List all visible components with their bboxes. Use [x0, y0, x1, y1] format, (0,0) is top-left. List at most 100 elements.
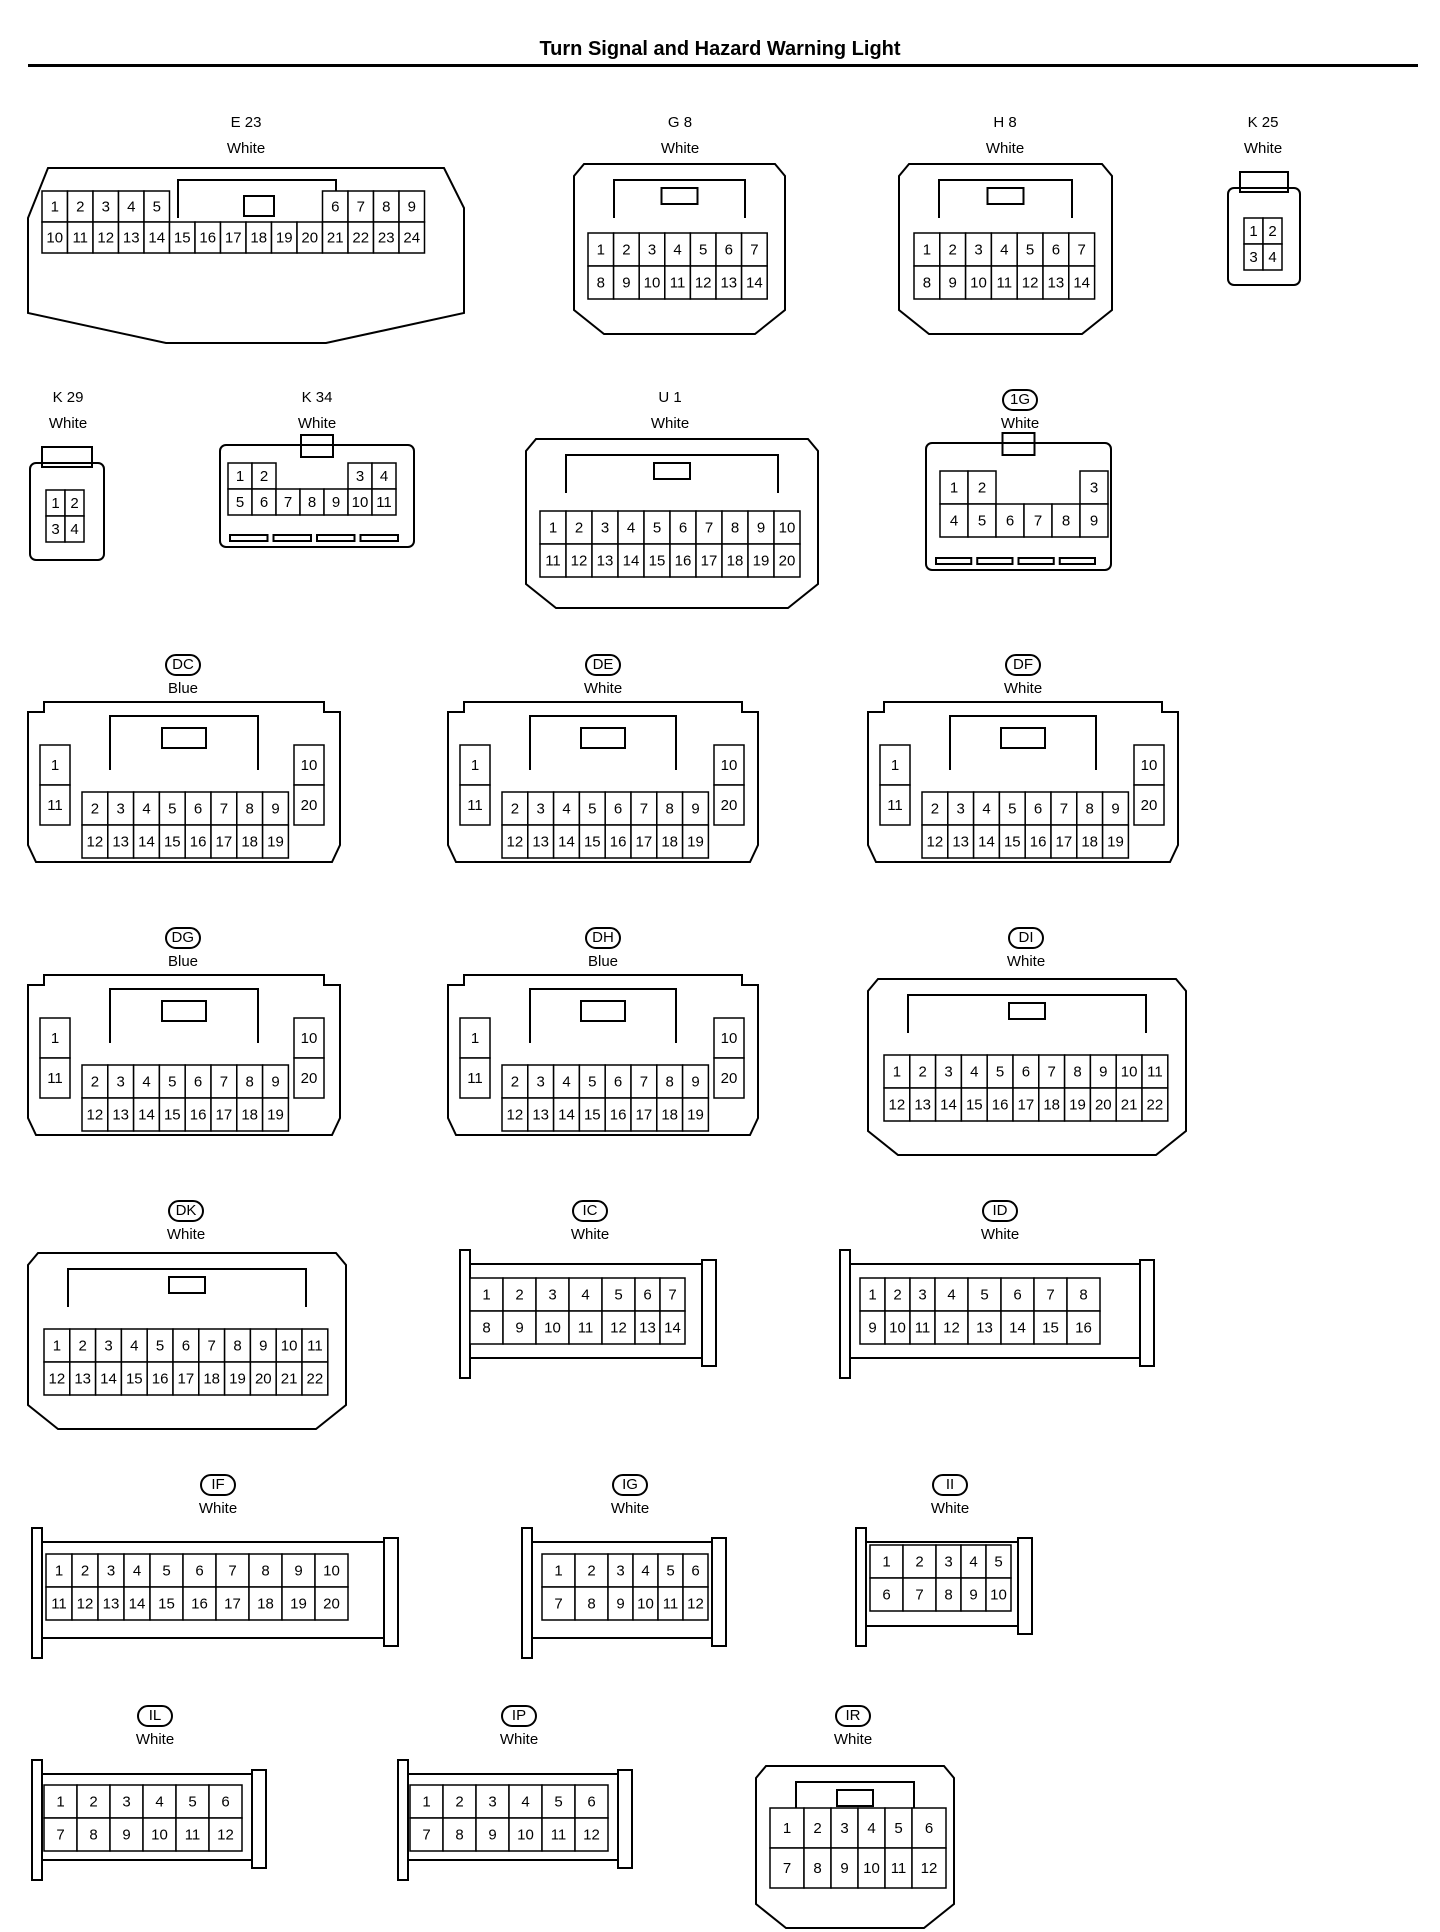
pin-cell — [527, 824, 555, 859]
pin-cell — [1243, 217, 1264, 245]
connector-color: White — [198, 1500, 238, 1517]
pin-cell — [747, 510, 775, 545]
connector-color: White — [48, 415, 88, 432]
pin-label: 9 — [271, 1074, 279, 1091]
pin-label: 17 — [216, 834, 233, 851]
pin-cell — [911, 1807, 947, 1849]
pin-cell — [935, 1577, 962, 1612]
pin-cell — [301, 1361, 329, 1396]
pin-label: 3 — [548, 1287, 556, 1304]
pin-cell — [657, 1553, 684, 1588]
housing-outline — [41, 1541, 385, 1639]
pin-label: 11 — [47, 1070, 63, 1087]
pin-cell — [541, 1817, 576, 1852]
pin-label: 20 — [301, 797, 318, 814]
pin-cell — [607, 1553, 634, 1588]
pin-label: 4 — [562, 1074, 570, 1091]
pin-cell — [656, 824, 684, 859]
pin-cell — [64, 515, 85, 543]
pin-cell — [695, 543, 723, 578]
pin-label: 6 — [882, 1587, 890, 1604]
connector-color: Blue — [167, 953, 199, 970]
pin-label: 18 — [661, 834, 678, 851]
pin-label: 10 — [517, 1827, 534, 1844]
pin-label: 8 — [666, 801, 674, 818]
housing-outline — [755, 1765, 955, 1929]
pin-label: 4 — [947, 1287, 955, 1304]
pin-label: 9 — [616, 1596, 624, 1613]
pin-label: 13 — [74, 1371, 91, 1388]
pin-cell — [94, 1361, 123, 1396]
pin-label: 12 — [571, 553, 588, 570]
pin-cell — [210, 824, 238, 859]
pin-cell — [1038, 1087, 1066, 1122]
pin-label: 13 — [532, 1107, 549, 1124]
pin-cell — [939, 503, 969, 538]
pin-label: 10 — [352, 494, 369, 511]
pin-cell — [323, 488, 349, 516]
pin-cell — [142, 1817, 177, 1852]
pin-cell — [39, 1057, 71, 1099]
pin-cell — [921, 824, 949, 859]
pin-cell — [321, 190, 349, 223]
pin-cell — [601, 1277, 636, 1312]
pin-cell — [184, 791, 212, 826]
pin-cell — [371, 462, 397, 490]
pin-label: 12 — [507, 1107, 524, 1124]
housing-outline — [867, 978, 1187, 1156]
pin-cell — [1262, 217, 1283, 245]
pin-cell — [123, 1553, 151, 1588]
page-title: Turn Signal and Hazard Warning Light — [539, 38, 901, 60]
pin-label: 2 — [587, 1563, 595, 1580]
latch — [938, 179, 1073, 218]
pin-cell — [132, 824, 161, 859]
pin-cell — [964, 232, 993, 267]
pin-cell — [1068, 265, 1096, 300]
pin-label: 5 — [978, 513, 986, 530]
pin-label: 3 — [944, 1554, 952, 1571]
pin-cell — [132, 1064, 161, 1099]
connector-code: IR — [835, 1705, 871, 1727]
latch — [41, 446, 93, 468]
pin-cell — [939, 470, 969, 505]
connector-code: DF — [1005, 654, 1041, 676]
latch — [1001, 432, 1036, 456]
pin-label: 3 — [488, 1794, 496, 1811]
pin-label: 2 — [515, 1287, 523, 1304]
flange — [31, 1527, 43, 1659]
pin-cell — [172, 1328, 200, 1363]
latch-tab — [836, 1789, 874, 1807]
pin-label: 16 — [191, 1596, 208, 1613]
pin-label: 7 — [56, 1827, 64, 1844]
pin-label: 13 — [914, 1097, 931, 1114]
pin-cell — [45, 1586, 73, 1621]
pin-cell — [275, 488, 301, 516]
pin-label: 10 — [721, 757, 738, 774]
pin-cell — [612, 232, 640, 267]
pin-label: 11 — [551, 1827, 567, 1844]
pin-label: 15 — [174, 230, 191, 247]
pin-cell — [869, 1577, 904, 1612]
pin-label: 3 — [122, 1794, 130, 1811]
pin-label: 11 — [185, 1827, 201, 1844]
connector-code: K 29 — [52, 389, 84, 406]
pin-cell — [913, 265, 941, 300]
housing-outline — [407, 1773, 619, 1861]
pin-label: 4 — [627, 520, 635, 537]
pin-cell — [689, 265, 717, 300]
latch-tab — [653, 462, 691, 480]
pin-cell — [681, 1097, 710, 1132]
pin-label: 2 — [91, 801, 99, 818]
pin-cell — [1066, 1277, 1101, 1312]
pin-label: 11 — [51, 1596, 67, 1613]
pin-label: 10 — [281, 1338, 298, 1355]
pin-cell — [552, 824, 581, 859]
pin-cell — [939, 265, 967, 300]
pin-label: 15 — [584, 1107, 601, 1124]
pin-label: 7 — [284, 494, 292, 511]
pin-label: 16 — [152, 1371, 169, 1388]
pin-cell — [967, 1310, 1002, 1345]
pin-label: 6 — [1052, 242, 1060, 259]
housing-outline — [865, 1541, 1019, 1627]
pin-label: 5 — [236, 494, 244, 511]
